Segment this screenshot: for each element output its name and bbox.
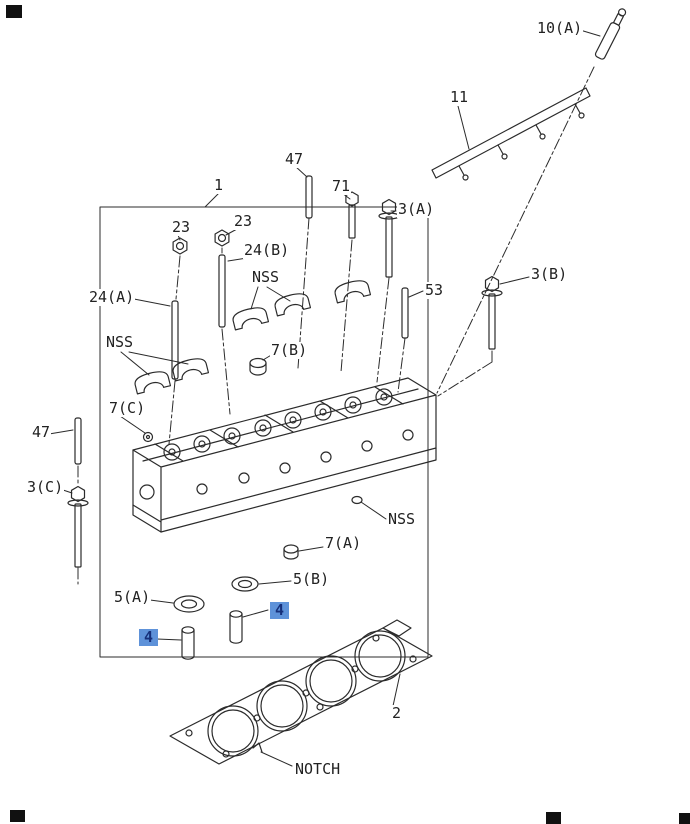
stud-53	[401, 287, 409, 339]
callout-nss-left: NSS	[105, 333, 135, 352]
stud-24B	[218, 254, 226, 328]
leader-lines	[48, 29, 601, 767]
bolts-and-studs	[67, 175, 503, 568]
callout-71[interactable]: 71	[331, 177, 352, 196]
callout-11[interactable]: 11	[449, 88, 470, 107]
nut-23-right	[214, 229, 230, 247]
bolt-3C-head	[70, 485, 86, 503]
callout-23-left[interactable]: 23	[171, 218, 192, 237]
registration-mark-top-left	[6, 5, 22, 18]
callout-4-left-selected[interactable]: 4	[139, 628, 159, 647]
nut-23-left	[172, 237, 188, 255]
registration-mark-bottom-edge	[679, 813, 690, 824]
callout-3A[interactable]: 3(A)	[397, 200, 436, 219]
cylinder-head	[132, 377, 437, 533]
callout-nss-top: NSS	[251, 268, 281, 287]
injector	[594, 8, 627, 60]
callout-notch: NOTCH	[294, 760, 342, 779]
screw-7C	[142, 431, 154, 443]
callout-nss-right: NSS	[387, 510, 417, 529]
callout-23-right[interactable]: 23	[233, 212, 254, 231]
valve-guide-4-left	[181, 626, 195, 634]
small-parts	[142, 357, 299, 660]
callout-5B[interactable]: 5(B)	[292, 570, 331, 589]
harness-rail	[431, 87, 591, 181]
callout-3C[interactable]: 3(C)	[26, 478, 65, 497]
stud-47-left	[74, 417, 82, 465]
callout-47-left[interactable]: 47	[31, 423, 52, 442]
bolt-3B-head	[484, 275, 500, 293]
callout-47-top[interactable]: 47	[284, 150, 305, 169]
gasket-notch	[252, 742, 263, 753]
callout-7B[interactable]: 7(B)	[270, 341, 309, 360]
centerlines	[77, 66, 595, 585]
callout-4-right-selected[interactable]: 4	[270, 601, 290, 620]
seal-5B	[231, 576, 259, 592]
registration-mark-bottom-left	[10, 810, 25, 822]
valve-guide-4-right	[229, 610, 243, 618]
callout-7C[interactable]: 7(C)	[108, 399, 147, 418]
cap-7A	[283, 544, 299, 554]
callout-5A[interactable]: 5(A)	[113, 588, 152, 607]
callout-1[interactable]: 1	[213, 176, 225, 195]
stud-47-top	[305, 175, 313, 219]
head-gasket	[169, 619, 433, 765]
callout-53[interactable]: 53	[424, 281, 445, 300]
registration-mark-bottom-right	[546, 812, 561, 824]
callout-3B[interactable]: 3(B)	[530, 265, 569, 284]
seal-5A	[173, 595, 205, 613]
bolt-3A-head	[381, 198, 397, 216]
bearing-caps	[134, 280, 372, 395]
callout-24A[interactable]: 24(A)	[88, 288, 136, 307]
stud-24A	[171, 300, 179, 380]
assembly-boundary-box	[99, 206, 429, 658]
callout-24B[interactable]: 24(B)	[243, 241, 291, 260]
callout-7A[interactable]: 7(A)	[324, 534, 363, 553]
callout-2[interactable]: 2	[391, 704, 403, 723]
callout-10A[interactable]: 10(A)	[536, 19, 584, 38]
